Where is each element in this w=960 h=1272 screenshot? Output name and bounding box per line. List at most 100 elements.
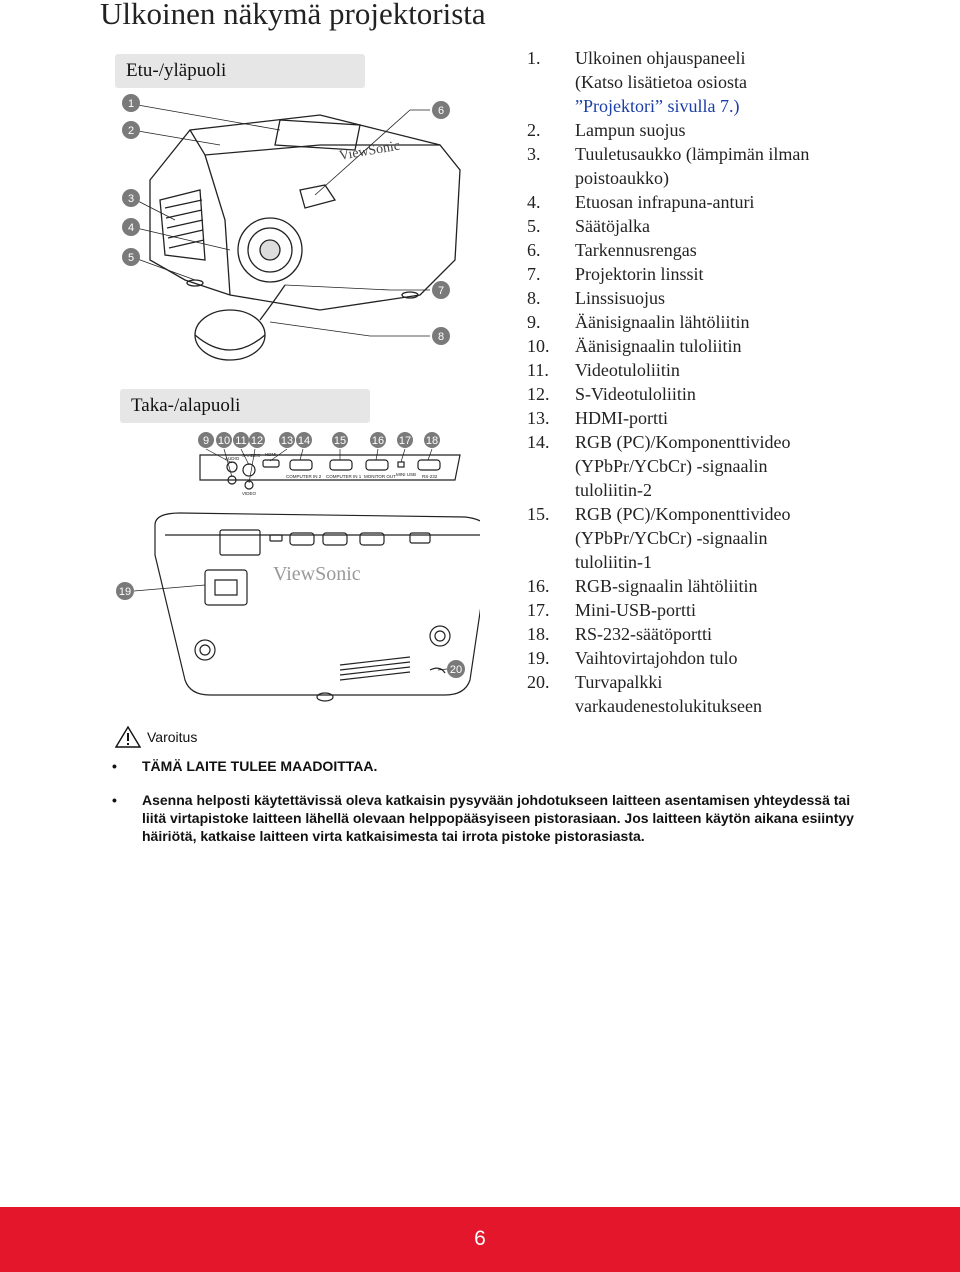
- legend-item-text: poistoaukko): [575, 168, 669, 188]
- callout-13: 13: [279, 432, 295, 448]
- projector-lens: [237, 217, 303, 283]
- footer-bar: [0, 1207, 960, 1272]
- legend-item: (Katso lisätietoa osiosta: [527, 70, 927, 94]
- callout-19: 19: [116, 582, 134, 600]
- svg-text:12: 12: [251, 435, 263, 447]
- legend-item-number: 3.: [527, 144, 541, 164]
- legend-item-number: 11.: [527, 360, 549, 380]
- legend-item-text: tuloliitin-2: [575, 480, 653, 500]
- warning-heading: Varoitus: [115, 726, 197, 748]
- legend-item: tuloliitin-2: [527, 478, 927, 502]
- callout-4: 4: [122, 218, 140, 236]
- rear-bottom-section-label: Taka-/alapuoli: [120, 389, 370, 423]
- legend-item-number: 20.: [527, 672, 550, 692]
- legend-item-number: 12.: [527, 384, 550, 404]
- svg-text:4: 4: [128, 222, 134, 234]
- svg-text:19: 19: [119, 586, 131, 598]
- legend-item-number: 13.: [527, 408, 550, 428]
- legend-item-text: Etuosan infrapuna-anturi: [575, 192, 755, 212]
- svg-text:13: 13: [281, 435, 293, 447]
- legend-item: 12. S-Videotuloliitin: [527, 382, 927, 406]
- legend-item: varkaudenestolukitukseen: [527, 694, 927, 718]
- legend-item-text: Säätöjalka: [575, 216, 650, 236]
- port-label-hdmi: HDMI: [265, 452, 277, 457]
- legend-item-number: 14.: [527, 432, 550, 452]
- legend-item-text: S-Videotuloliitin: [575, 384, 696, 404]
- callout-5: 5: [122, 248, 140, 266]
- callout-12: 12: [249, 432, 265, 448]
- svg-text:6: 6: [438, 105, 444, 117]
- legend-item: 5.Säätöjalka: [527, 214, 927, 238]
- callout-18: 18: [424, 432, 440, 448]
- callout-15: 15: [332, 432, 348, 448]
- legend-item-text: Äänisignaalin tuloliitin: [575, 336, 742, 356]
- callout-3: 3: [122, 189, 140, 207]
- legend-item-number: 1.: [527, 48, 541, 68]
- legend-item-text: Tarkennusrengas: [575, 240, 697, 260]
- bullet-dot: •: [112, 792, 117, 808]
- legend-item: ”Projektori” sivulla 7.): [527, 94, 927, 118]
- legend-item-number: 6.: [527, 240, 541, 260]
- legend-item-number: 17.: [527, 600, 550, 620]
- brand-logo-bottom: ViewSonic: [273, 563, 361, 585]
- projector-rear-diagram: AUDIO S-VIDEO VIDEO HDMI COMPUTER IN 2 C…: [116, 432, 480, 702]
- svg-text:17: 17: [399, 435, 411, 447]
- warning-bullet-2: • Asenna helposti käytettävissä oleva ka…: [112, 791, 872, 871]
- legend-item: (YPbPr/YCbCr) -signaalin: [527, 526, 927, 550]
- legend-item: (YPbPr/YCbCr) -signaalin: [527, 454, 927, 478]
- svg-text:5: 5: [128, 252, 134, 264]
- legend-item-number: 19.: [527, 648, 550, 668]
- port-label-mini-usb: MINI USB: [396, 472, 416, 477]
- callout-17: 17: [397, 432, 413, 448]
- legend-item-text: Ulkoinen ohjauspaneeli: [575, 48, 746, 68]
- legend-item-number: 16.: [527, 576, 550, 596]
- legend-item: 16. RGB-signaalin lähtöliitin: [527, 574, 927, 598]
- legend-item-text: tuloliitin-1: [575, 552, 653, 572]
- svg-text:2: 2: [128, 125, 134, 137]
- callout-10: 10: [216, 432, 232, 448]
- page-number: 6: [474, 1227, 486, 1250]
- callout-8: 8: [432, 327, 450, 345]
- legend-item: 8. Linssisuojus: [527, 286, 927, 310]
- legend-item-number: 15.: [527, 504, 550, 524]
- legend-item-text: Lampun suojus: [575, 120, 686, 140]
- callout-1: 1: [122, 94, 140, 112]
- svg-text:1: 1: [128, 98, 134, 110]
- legend-item-number: 18.: [527, 624, 550, 644]
- legend-item-number: 8.: [527, 288, 541, 308]
- legend-item-text: RGB-signaalin lähtöliitin: [575, 576, 758, 596]
- legend-item-number: 9.: [527, 312, 541, 332]
- legend-item: 6. Tarkennusrengas: [527, 238, 927, 262]
- warning-bullet-1-text: TÄMÄ LAITE TULEE MAADOITTAA.: [142, 758, 378, 774]
- legend-item-text: Projektorin linssit: [575, 264, 704, 284]
- port-label-computer-in-2: COMPUTER IN 2: [286, 474, 322, 479]
- legend-item: 2.Lampun suojus: [527, 118, 927, 142]
- brand-logo-top: ViewSonic: [338, 139, 401, 164]
- legend-item-text: RS-232-säätöportti: [575, 624, 712, 644]
- svg-text:18: 18: [426, 435, 438, 447]
- legend-item-number: 10.: [527, 336, 550, 356]
- legend-item-text: Linssisuojus: [575, 288, 666, 308]
- port-label-video: VIDEO: [242, 491, 257, 496]
- legend-item: 13. HDMI-portti: [527, 406, 927, 430]
- warning-triangle-icon: [115, 726, 141, 748]
- legend-item-text: Mini-USB-portti: [575, 600, 697, 620]
- legend-item: 9.Äänisignaalin lähtöliitin: [527, 310, 927, 334]
- svg-text:14: 14: [298, 435, 310, 447]
- svg-text:15: 15: [334, 435, 346, 447]
- warning-label: Varoitus: [147, 729, 198, 745]
- legend-item: 7.Projektorin linssit: [527, 262, 927, 286]
- port-label-computer-in-1: COMPUTER IN 1: [326, 474, 362, 479]
- legend-item: tuloliitin-1: [527, 550, 927, 574]
- legend-page-link[interactable]: ”Projektori” sivulla 7.): [575, 96, 740, 116]
- legend-item-text: Vaihtovirtajohdon tulo: [575, 648, 738, 668]
- legend-item-text: HDMI-portti: [575, 408, 668, 428]
- callout-2: 2: [122, 121, 140, 139]
- legend-item: 11.Videotuloliitin: [527, 358, 927, 382]
- callout-20: 20: [447, 660, 465, 678]
- svg-text:16: 16: [372, 435, 384, 447]
- projector-bottom-outline: [154, 512, 480, 696]
- legend-item-text: (YPbPr/YCbCr) -signaalin: [575, 456, 768, 476]
- focus-ring: [299, 184, 337, 209]
- port-label-rs232: RS-232: [422, 474, 438, 479]
